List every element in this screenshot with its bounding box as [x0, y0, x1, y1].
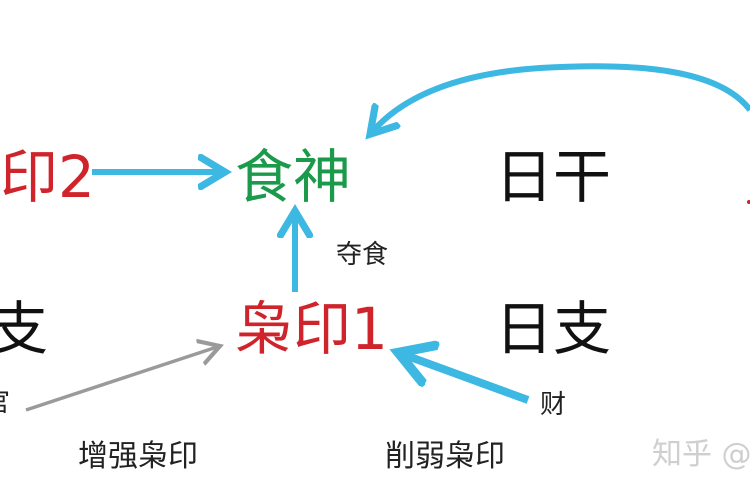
- arrow-curve-to-shishen: [372, 63, 750, 132]
- node-left-partial: 官: [0, 390, 10, 416]
- right-partial-red-mark: [747, 200, 750, 204]
- label-cai: 财: [540, 390, 567, 420]
- label-weaken: 削弱枭印: [385, 439, 505, 474]
- arrow-cai-to-xiaoyin1: [402, 354, 530, 404]
- node-rizhi: 日支: [495, 295, 612, 363]
- node-shishen: 食神: [235, 143, 352, 211]
- node-rigan: 日干: [495, 143, 612, 211]
- node-xiaoyin2: 印2: [0, 143, 95, 211]
- label-duoshi: 夺食: [336, 240, 389, 270]
- label-strengthen: 增强枭印: [78, 439, 198, 474]
- node-xiaoyin1: 枭印1: [235, 295, 388, 363]
- arrow-guan-to-xiaoyin1: [25, 346, 220, 412]
- node-left-zhi: 支: [0, 295, 49, 363]
- watermark: 知乎 @: [652, 437, 750, 472]
